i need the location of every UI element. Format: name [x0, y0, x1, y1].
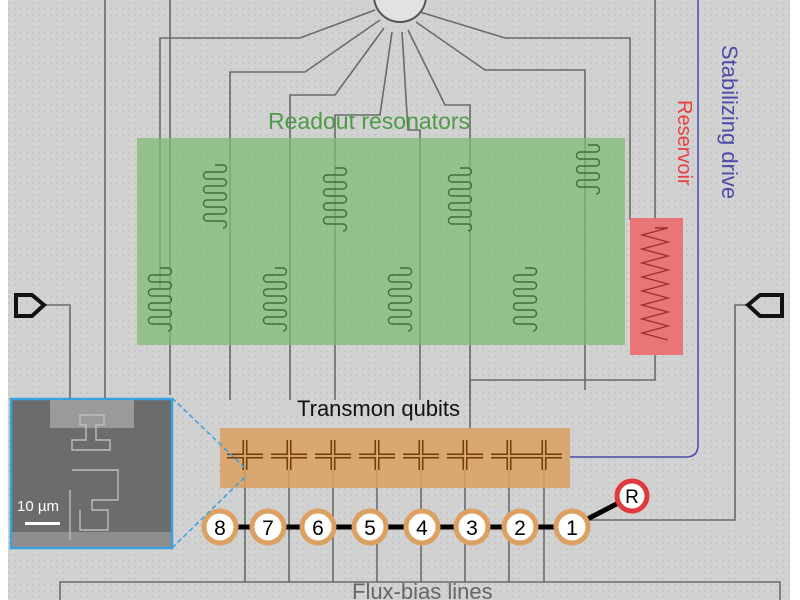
- left-launch-pad: [14, 293, 48, 318]
- transmon-cross-inner: [491, 440, 527, 470]
- readout-resonator: [202, 164, 228, 229]
- transmon-cross-inner: [359, 440, 395, 470]
- launch-line: [45, 304, 748, 521]
- right-launch-pad: [744, 293, 784, 318]
- readout-resonators-region: [137, 138, 625, 345]
- transmon-cross-inner: [447, 440, 483, 470]
- transmon-cross-inner: [315, 440, 351, 470]
- qubit-number: 6: [312, 517, 324, 540]
- qubit-node: [249, 508, 287, 546]
- scale-bar: [25, 522, 60, 525]
- readout-resonator: [575, 144, 601, 195]
- inset-zoom-lines: [171, 397, 248, 549]
- readout-resonator: [322, 167, 348, 232]
- transmon-cross-inner: [271, 440, 307, 470]
- qubit-node: [403, 508, 441, 546]
- qubit-node: [453, 508, 491, 546]
- flux-bias-lines-label: Flux-bias lines: [352, 579, 493, 600]
- inset-pad-bottom: [12, 532, 171, 547]
- qubit-number: 1: [566, 517, 578, 540]
- stabilizing-drive-line: [570, 0, 699, 458]
- inset-pad-top: [50, 400, 134, 428]
- readout-resonator: [147, 267, 173, 332]
- qubit-number: 8: [214, 517, 226, 540]
- qubit-node: [351, 508, 389, 546]
- coupler-ring: [373, 0, 427, 23]
- josephson-junction: [69, 414, 119, 540]
- reservoir-node: [614, 478, 650, 514]
- readout-resonator: [387, 267, 413, 332]
- qubit-node: [299, 508, 337, 546]
- transmon-qubits-label: Transmon qubits: [297, 396, 461, 421]
- qubit-number: 4: [416, 517, 428, 540]
- readout-resonator: [447, 167, 473, 232]
- readout-resonator: [512, 267, 538, 332]
- readout-resonator: [262, 267, 288, 332]
- transmon-cross-inner: [403, 440, 439, 470]
- reservoir-node-label: R: [625, 487, 639, 508]
- qubit-number: 3: [466, 517, 478, 540]
- flux-bias-trunk: [59, 581, 781, 600]
- scale-bar-label: 10 µm: [17, 498, 59, 515]
- qubit-node: [501, 508, 539, 546]
- qubit-number: 2: [514, 517, 526, 540]
- qubit-node: [553, 508, 591, 546]
- qubit-number: 5: [364, 517, 376, 540]
- transmon-cross-inner: [526, 440, 562, 470]
- qubit-node: [201, 508, 239, 546]
- qubit-number: 7: [262, 517, 274, 540]
- stabilizing-drive-label: Stabilizing drive: [717, 45, 742, 200]
- feed-line: [419, 11, 631, 220]
- reservoir-label: Reservoir: [673, 100, 695, 186]
- readout-resonators-label: Readout resonators: [268, 108, 471, 134]
- reservoir-resonator: [639, 227, 671, 341]
